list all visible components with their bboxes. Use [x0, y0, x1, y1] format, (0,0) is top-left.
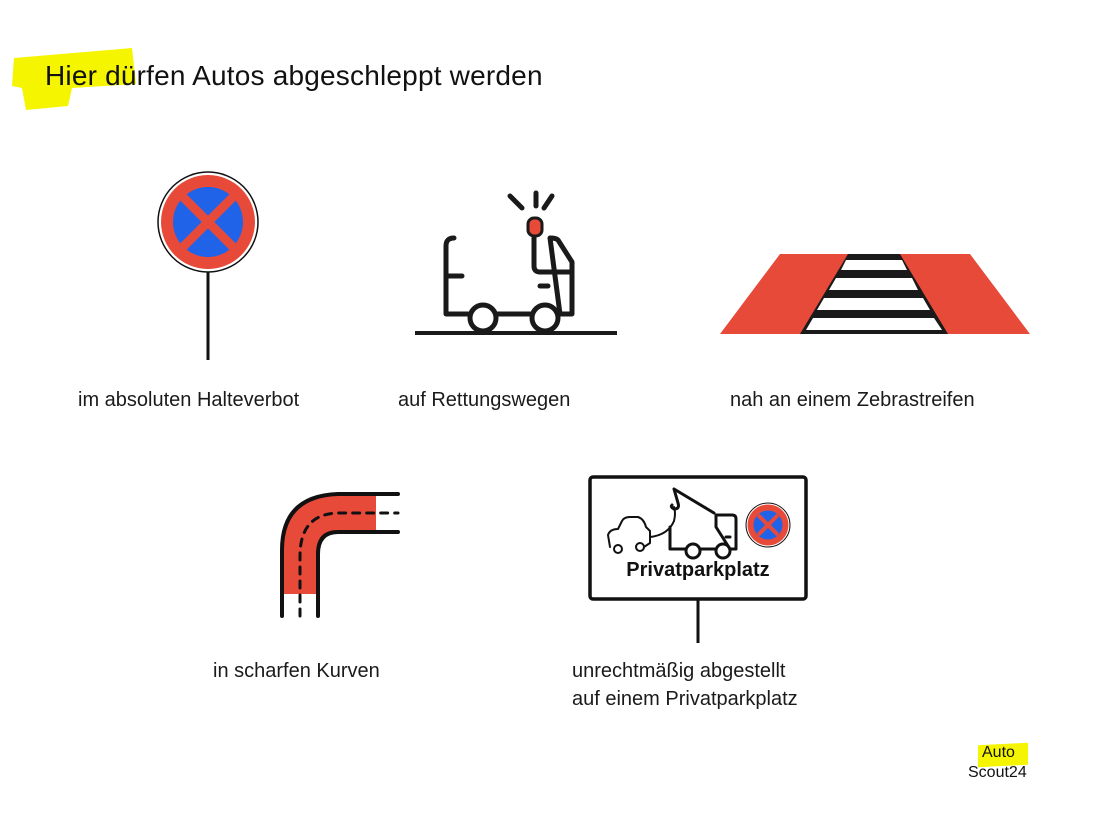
crosswalk-icon [720, 254, 1030, 334]
sign-label: Privatparkplatz [626, 559, 770, 581]
private-parking-sign-icon: Privatparkplatz [588, 475, 808, 645]
autoscout24-logo: Auto Scout24 [968, 742, 1038, 790]
sharp-curve-icon [280, 492, 400, 618]
caption-rettungswege: auf Rettungswegen [398, 389, 571, 411]
no-stopping-sign-icon [157, 171, 259, 360]
logo-auto-text: Auto [982, 744, 1015, 761]
caption-halteverbot: im absoluten Halteverbot [78, 389, 300, 411]
page-title: Hier dürfen Autos abgeschleppt werden [45, 60, 543, 91]
title-highlight [12, 48, 136, 110]
caption-zebrastreifen: nah an einem Zebrastreifen [730, 389, 975, 411]
caption-privatparkplatz-line1: unrechtmäßig abgestellt [572, 660, 786, 682]
caption-privatparkplatz-line2: auf einem Privatparkplatz [572, 688, 798, 710]
caption-kurven: in scharfen Kurven [213, 660, 380, 682]
ambulance-icon [415, 190, 617, 335]
logo-scout-text: Scout24 [968, 764, 1027, 781]
